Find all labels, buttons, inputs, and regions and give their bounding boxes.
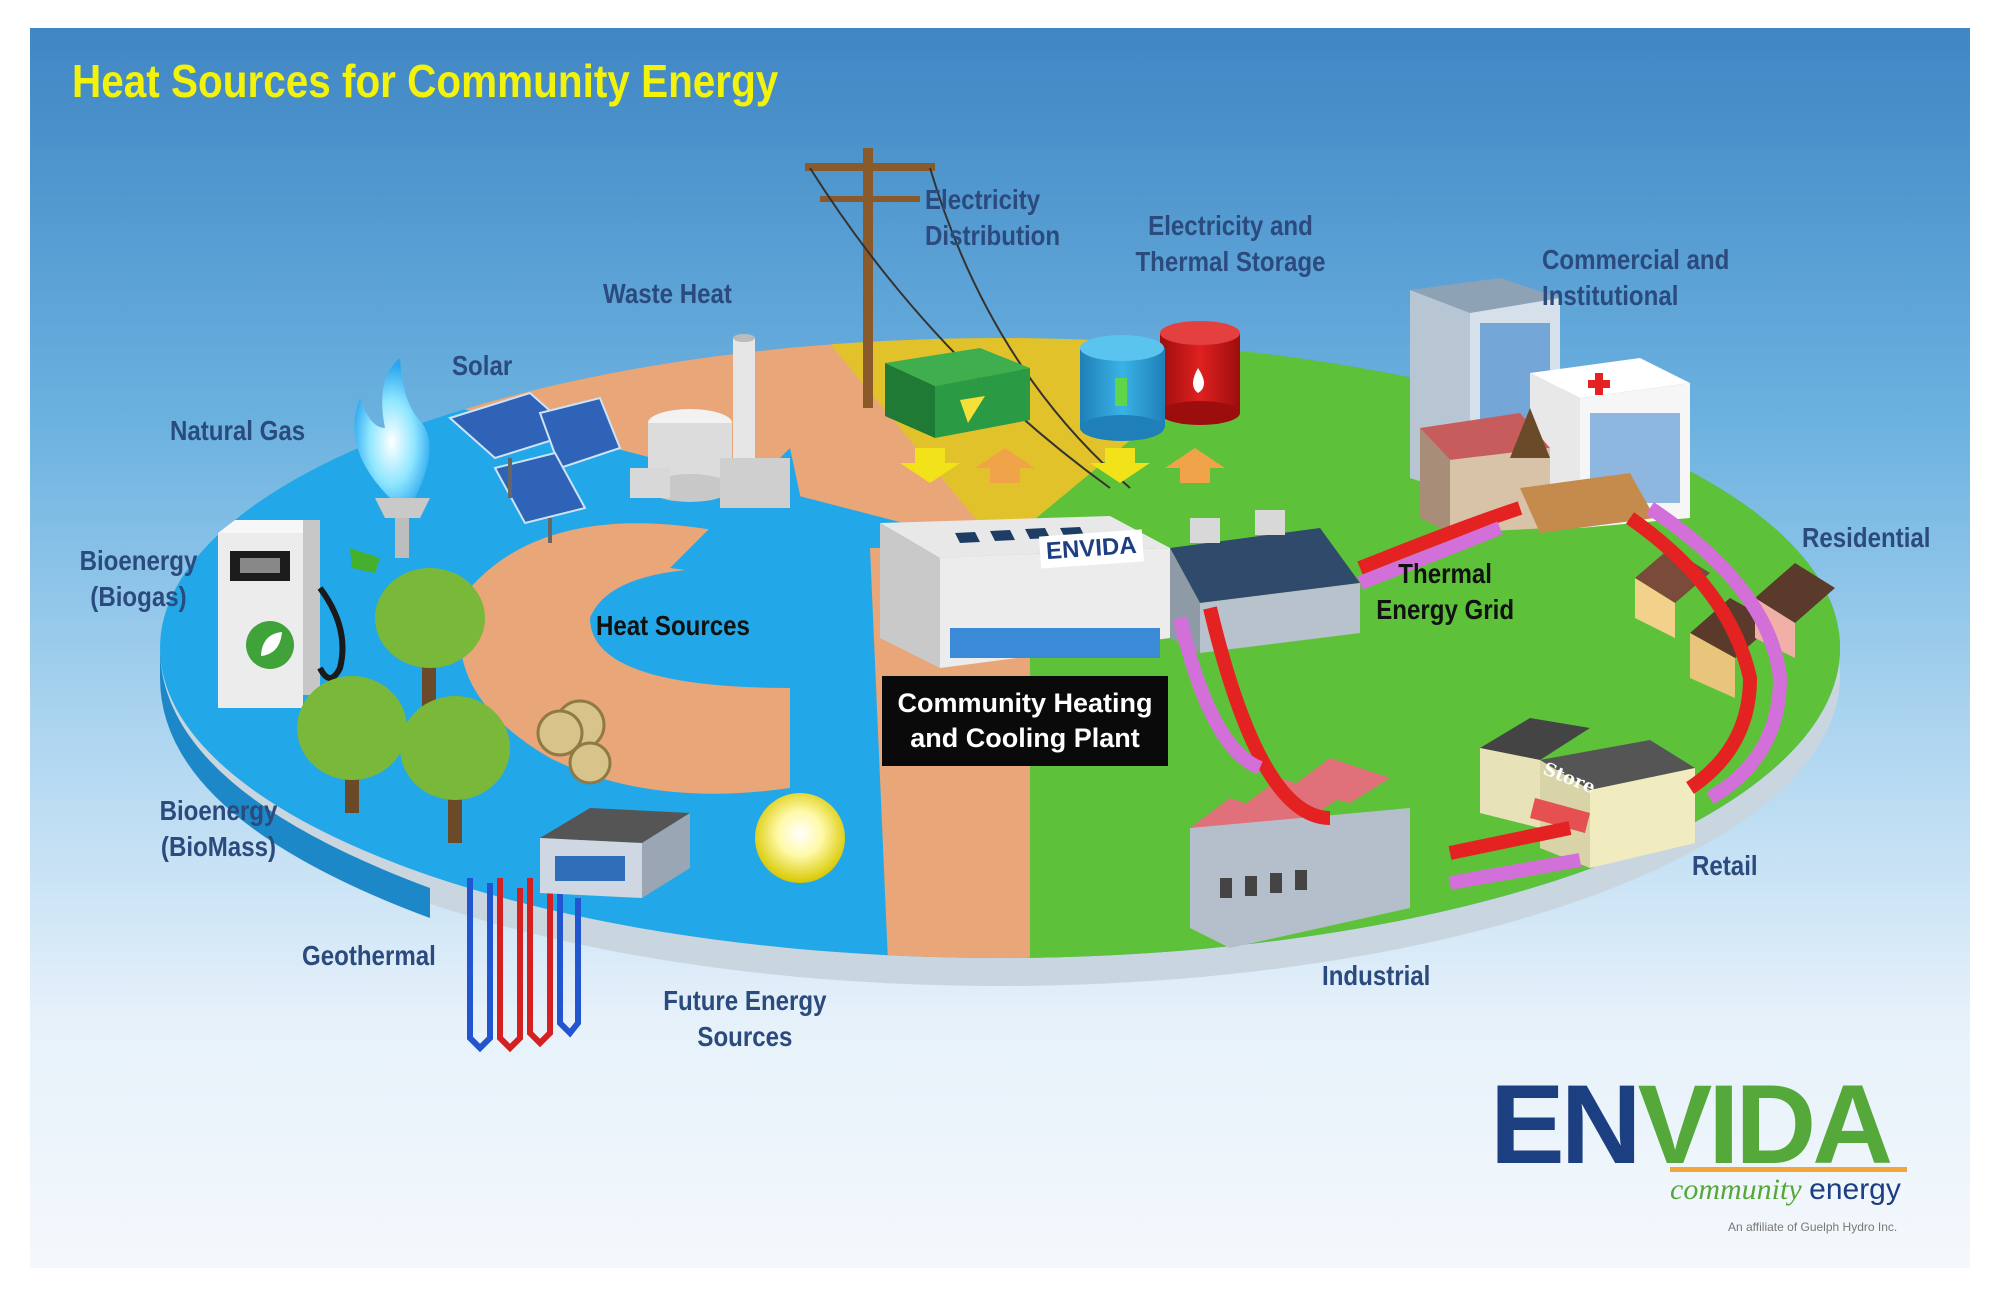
heat-zone-strip bbox=[870, 548, 1030, 958]
label-electricity-thermal-storage: Electricity and Thermal Storage bbox=[1135, 210, 1326, 277]
infographic: Heat Sources for Community Energy Natura… bbox=[30, 28, 1970, 1268]
label-retail: Retail bbox=[1692, 850, 1758, 881]
waste-heat-plant bbox=[630, 334, 790, 508]
label-heat-sources: Heat Sources bbox=[596, 610, 750, 641]
retail-store bbox=[1480, 718, 1695, 868]
geothermal-building bbox=[540, 808, 690, 898]
power-pole bbox=[805, 148, 1131, 489]
logo-vida: VIDA bbox=[1637, 1062, 1894, 1187]
label-industrial: Industrial bbox=[1322, 960, 1431, 991]
biogas-pump bbox=[218, 520, 380, 708]
biomass-trees bbox=[297, 568, 510, 843]
logo-tagline-energy: energy bbox=[1809, 1173, 1901, 1206]
page-title: Heat Sources for Community Energy bbox=[72, 55, 779, 107]
energy-flow-arrows bbox=[900, 448, 1225, 483]
community-plant-label-box: Community Heating and Cooling Plant bbox=[882, 676, 1168, 766]
logo-en: EN bbox=[1490, 1062, 1642, 1187]
logo-underline bbox=[1670, 1167, 1907, 1172]
envida-logo: ENVIDA bbox=[1490, 1060, 1894, 1189]
future-energy-sphere bbox=[755, 793, 845, 883]
label-bioenergy-biogas: Bioenergy (Biogas) bbox=[79, 545, 198, 612]
label-electricity-distribution: Electricity Distribution bbox=[925, 184, 1061, 251]
geothermal-pipes bbox=[467, 878, 581, 1053]
wood-logs bbox=[536, 699, 612, 785]
label-waste-heat: Waste Heat bbox=[603, 278, 732, 309]
energy-disc-illustration bbox=[160, 148, 1840, 1053]
label-commercial-institutional: Commercial and Institutional bbox=[1542, 244, 1730, 311]
label-geothermal: Geothermal bbox=[302, 940, 436, 971]
label-residential: Residential bbox=[1802, 522, 1931, 553]
label-community-plant: Community Heating and Cooling Plant bbox=[897, 688, 1153, 753]
solar-panels bbox=[448, 391, 622, 543]
logo-tagline: community energy bbox=[1670, 1173, 1901, 1207]
storage-tanks bbox=[1080, 321, 1240, 441]
label-future-energy-sources: Future Energy Sources bbox=[663, 985, 827, 1052]
natural-gas-torch bbox=[354, 358, 430, 558]
label-thermal-energy-grid: Thermal Energy Grid bbox=[1376, 558, 1515, 625]
label-natural-gas: Natural Gas bbox=[170, 415, 306, 446]
transformer-box bbox=[885, 348, 1030, 438]
disc-edge-left bbox=[160, 648, 430, 918]
label-solar: Solar bbox=[452, 350, 513, 381]
town-hall bbox=[1420, 408, 1655, 533]
logo-affiliate-text: An affiliate of Guelph Hydro Inc. bbox=[1728, 1220, 1898, 1234]
label-bioenergy-biomass: Bioenergy (BioMass) bbox=[159, 795, 278, 862]
logo-tagline-community: community bbox=[1670, 1173, 1802, 1206]
thermal-grid-pipes bbox=[1173, 501, 1788, 890]
